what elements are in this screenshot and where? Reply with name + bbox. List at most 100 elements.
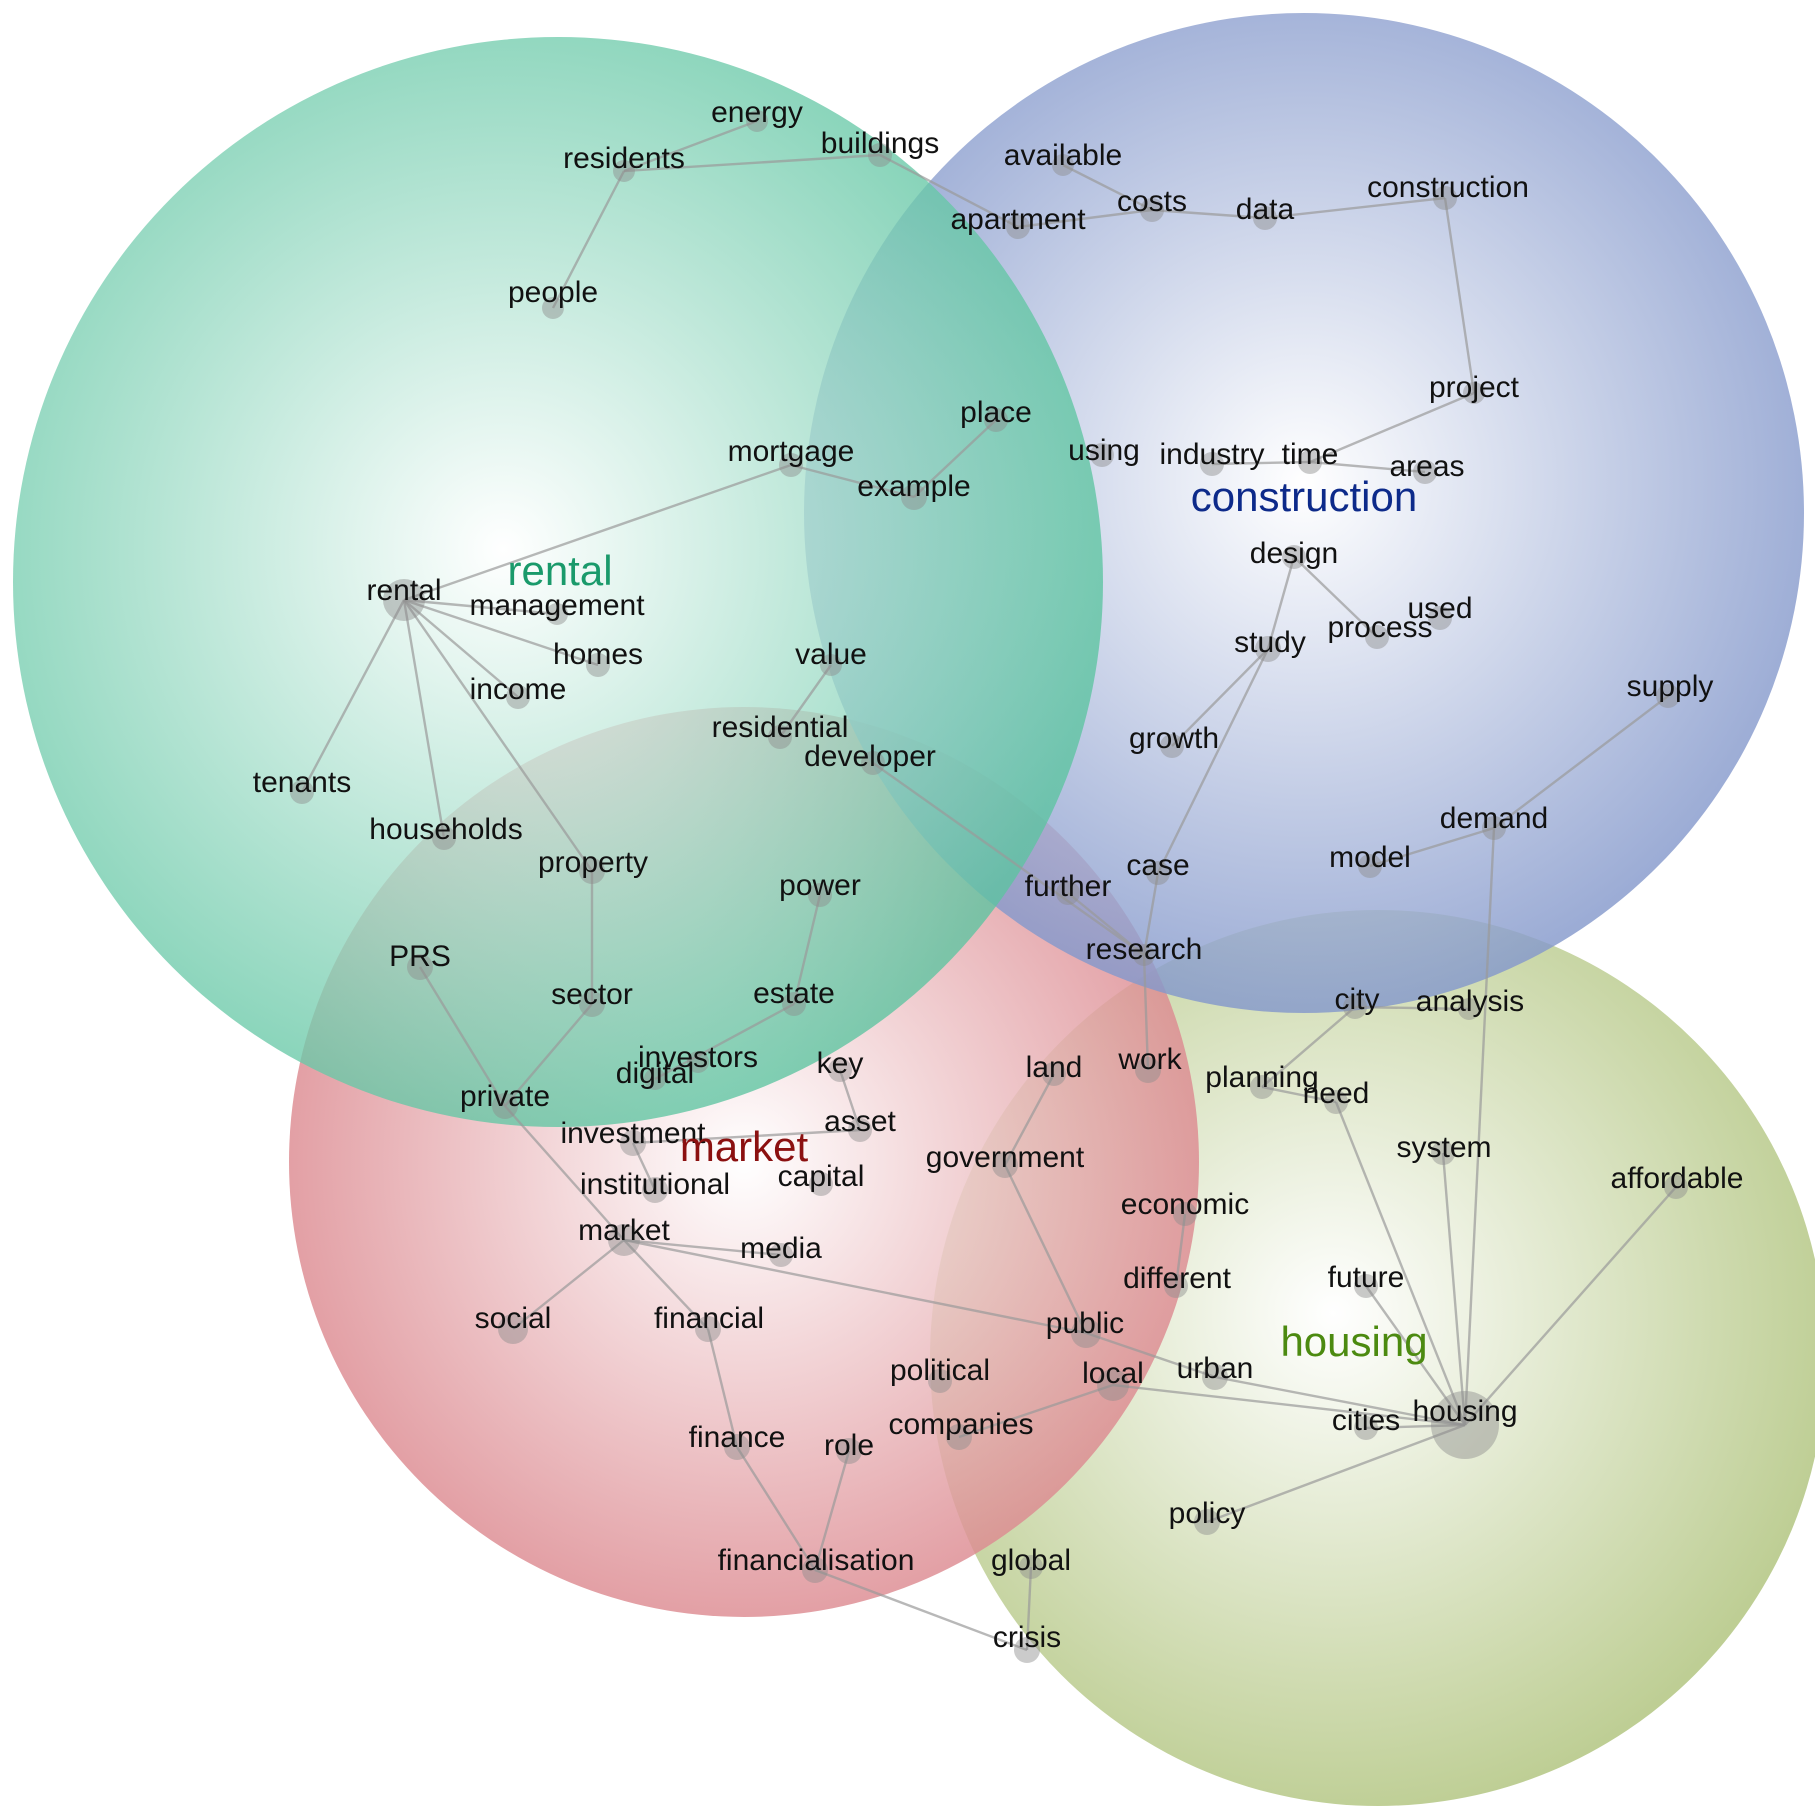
term-label-time: time — [1282, 438, 1339, 471]
node-land — [1042, 1062, 1066, 1086]
node-data — [1253, 206, 1277, 230]
node-households — [432, 826, 456, 850]
cluster-label-market: market — [680, 1123, 809, 1170]
node-city — [1343, 995, 1367, 1019]
term-label-financial: financial — [654, 1302, 764, 1335]
edge-case-research — [1142, 872, 1160, 956]
edge-rental_term-households — [402, 599, 446, 839]
cluster-label-construction: construction — [1191, 473, 1417, 520]
node-different — [1164, 1274, 1188, 1298]
term-label-market_term: market — [578, 1214, 670, 1247]
node-finance — [724, 1434, 750, 1460]
node-construction_term — [1433, 186, 1457, 210]
edge-costs-data — [1151, 208, 1266, 220]
term-label-process: process — [1327, 611, 1432, 644]
node-political — [928, 1369, 952, 1393]
edge-market_term-financial — [623, 1239, 709, 1330]
term-label-city: city — [1335, 983, 1380, 1016]
term-label-energy: energy — [711, 96, 803, 129]
term-label-role: role — [824, 1429, 874, 1462]
edge-institutional-investment — [631, 1142, 657, 1191]
term-label-residential: residential — [712, 711, 849, 744]
edge-demand-model — [1369, 826, 1495, 868]
node-media — [769, 1243, 793, 1267]
term-label-social: social — [475, 1302, 552, 1335]
node-layer — [290, 110, 1688, 1663]
edge-finance-financialisation — [735, 1446, 817, 1571]
node-demand — [1482, 816, 1506, 840]
term-label-economic: economic — [1121, 1188, 1249, 1221]
term-label-buildings: buildings — [821, 127, 939, 160]
node-design — [1282, 545, 1306, 569]
term-label-costs: costs — [1117, 185, 1187, 218]
node-using — [1090, 443, 1114, 467]
cluster-circles — [13, 13, 1815, 1806]
node-industry — [1200, 452, 1224, 476]
node-local — [1097, 1369, 1129, 1401]
term-label-value: value — [795, 638, 867, 671]
edge-market_term-social — [512, 1239, 625, 1330]
edge-land-government — [1003, 1073, 1056, 1166]
term-label-model: model — [1329, 841, 1411, 874]
term-label-political: political — [890, 1354, 990, 1387]
edge-rental_term-management — [403, 598, 558, 616]
node-market_term — [608, 1224, 640, 1256]
term-label-demand: demand — [1440, 802, 1548, 835]
node-energy — [746, 110, 768, 132]
term-label-estate: estate — [753, 977, 835, 1010]
node-areas — [1413, 460, 1437, 484]
node-private — [492, 1093, 518, 1119]
node-power — [808, 883, 832, 907]
term-label-financialisation: financialisation — [718, 1544, 915, 1577]
node-place — [984, 408, 1008, 432]
node-investors — [687, 1051, 709, 1073]
term-label-income: income — [470, 673, 567, 706]
cluster-label-rental: rental — [507, 547, 612, 594]
term-label-PRS: PRS — [389, 940, 451, 973]
edge-system-housing_term — [1441, 1152, 1467, 1426]
term-label-companies: companies — [888, 1408, 1033, 1441]
term-label-homes: homes — [553, 638, 643, 671]
term-label-case: case — [1126, 849, 1189, 882]
edge-estate-digital — [654, 1002, 795, 1081]
term-label-media: media — [740, 1232, 822, 1265]
edge-role-financialisation — [813, 1450, 851, 1571]
node-buildings — [868, 143, 892, 167]
term-label-sector: sector — [551, 978, 633, 1011]
node-income — [506, 685, 530, 709]
edge-sector-private — [504, 1003, 593, 1107]
edge-construction_term-project — [1443, 197, 1476, 394]
node-estate — [782, 992, 806, 1016]
edge-future-housing_term — [1365, 1285, 1466, 1426]
edge-government-public — [1003, 1164, 1088, 1334]
edge-cities-housing_term — [1365, 1423, 1466, 1430]
edge-rental_term-income — [403, 599, 519, 698]
term-label-tenants: tenants — [253, 766, 351, 799]
term-label-system: system — [1396, 1131, 1491, 1164]
term-label-urban: urban — [1177, 1352, 1254, 1385]
term-label-growth: growth — [1129, 722, 1219, 755]
node-economic — [1173, 1202, 1197, 1226]
term-label-rental_term: rental — [366, 574, 441, 607]
term-label-using: using — [1068, 434, 1140, 467]
node-social — [498, 1314, 528, 1344]
term-label-planning: planning — [1205, 1061, 1318, 1094]
term-label-used: used — [1407, 592, 1472, 625]
node-affordable — [1664, 1175, 1688, 1199]
node-rental_term — [383, 579, 425, 621]
term-label-affordable: affordable — [1611, 1162, 1744, 1195]
edge-private-market_term — [504, 1105, 625, 1241]
term-label-management: management — [469, 589, 645, 622]
edge-residents-people — [551, 170, 626, 309]
edge-rental_term-tenants — [300, 599, 406, 793]
term-label-project: project — [1429, 371, 1520, 404]
edge-local-companies — [958, 1383, 1114, 1439]
node-future — [1354, 1274, 1378, 1298]
node-supply — [1656, 684, 1680, 708]
node-digital — [644, 1068, 666, 1090]
node-policy — [1194, 1509, 1220, 1535]
node-mortgage — [779, 453, 803, 477]
edge-further-research — [1067, 892, 1145, 956]
edge-design-process — [1293, 556, 1378, 638]
